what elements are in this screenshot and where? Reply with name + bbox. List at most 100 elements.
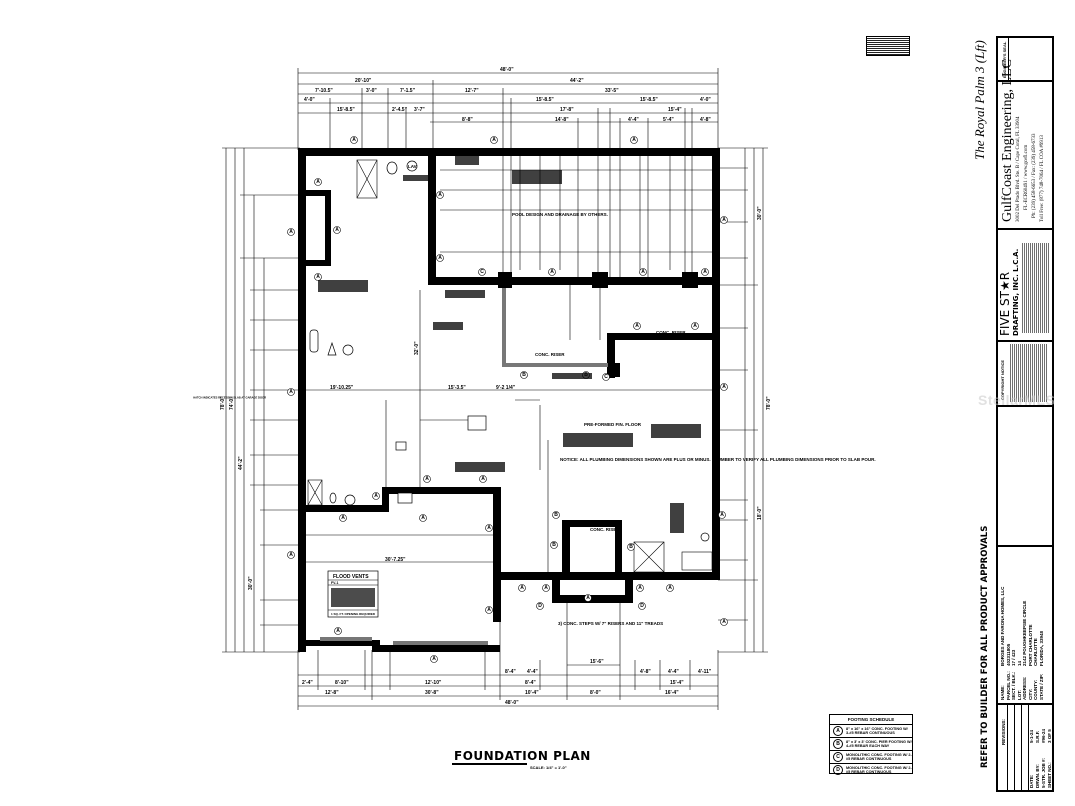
svg-text:FV-1: FV-1 bbox=[331, 581, 338, 585]
product-approvals-note: REFER TO BUILDER FOR ALL PRODUCT APPROVA… bbox=[980, 525, 990, 768]
toilet-icon bbox=[386, 161, 398, 175]
engineer-name: GulfCoast Engineering, LLC bbox=[1000, 59, 1015, 222]
svg-text:CONC. RISER: CONC. RISER bbox=[590, 527, 620, 532]
footing-schedule-row: B 8" x 3' x 3' CONC. PIER FOOTING W/ 4-#… bbox=[830, 738, 912, 751]
svg-text:A: A bbox=[641, 269, 645, 275]
bottom-dimension-lines bbox=[297, 600, 719, 710]
drafting-fine-print bbox=[1022, 243, 1050, 333]
water-heater-icon bbox=[309, 329, 319, 353]
svg-text:15'-8.5": 15'-8.5" bbox=[640, 97, 658, 103]
svg-text:2'-4.5": 2'-4.5" bbox=[392, 107, 408, 113]
svg-text:4'-8": 4'-8" bbox=[640, 669, 651, 675]
svg-text:A: A bbox=[438, 192, 442, 198]
revisions-label: REVISIONS: bbox=[1001, 718, 1006, 745]
svg-text:A: A bbox=[487, 525, 491, 531]
svg-text:15'-8.5": 15'-8.5" bbox=[536, 97, 554, 103]
engineer-tollfree: Toll Free: (877) 748-7064 / FL COA #9913 bbox=[1040, 135, 1045, 222]
foundation-walls bbox=[298, 148, 720, 652]
svg-text:A: A bbox=[316, 179, 320, 185]
svg-text:7'-1.5": 7'-1.5" bbox=[400, 88, 416, 94]
svg-text:4'-0": 4'-0" bbox=[304, 97, 315, 103]
svg-text:A: A bbox=[316, 274, 320, 280]
svg-text:A: A bbox=[544, 585, 548, 591]
svg-text:15'-8.5": 15'-8.5" bbox=[337, 107, 355, 113]
svg-text:10'-4": 10'-4" bbox=[525, 690, 539, 696]
svg-text:PRE-FORMED FIN. FLOOR: PRE-FORMED FIN. FLOOR bbox=[584, 422, 642, 427]
svg-text:30'-8": 30'-8" bbox=[425, 690, 439, 696]
plan-title-underline bbox=[452, 763, 527, 765]
svg-text:A: A bbox=[720, 512, 724, 518]
svg-text:12'-8": 12'-8" bbox=[325, 690, 339, 696]
svg-text:A: A bbox=[289, 552, 293, 558]
svg-text:B: B bbox=[554, 512, 558, 518]
footing-schedule-row: D MONOLITHIC CONC. FOOTING W/ 2-#5 REBAR… bbox=[830, 764, 912, 776]
left-dimension-lines bbox=[222, 147, 300, 653]
drain-icon bbox=[700, 532, 710, 542]
copyright-fine-print bbox=[1010, 344, 1048, 402]
svg-text:A: A bbox=[703, 269, 707, 275]
svg-text:17'-8": 17'-8" bbox=[560, 107, 574, 113]
top-dimension-text: 48'-0" 20'-10" 44'-2" 7'-10.5" 3'-0" 7'-… bbox=[304, 67, 711, 123]
toilet-icon bbox=[327, 341, 337, 356]
svg-text:7'-10.5": 7'-10.5" bbox=[315, 88, 333, 94]
svg-text:A: A bbox=[722, 384, 726, 390]
footing-key: A bbox=[833, 726, 843, 736]
utility-icon bbox=[397, 492, 413, 504]
svg-text:8'-10": 8'-10" bbox=[335, 680, 349, 686]
interior-lines bbox=[306, 159, 720, 580]
svg-text:4'-4": 4'-4" bbox=[527, 669, 538, 675]
svg-text:FLOOD VENTS: FLOOD VENTS bbox=[333, 574, 369, 580]
svg-text:8'-4": 8'-4" bbox=[525, 680, 536, 686]
footing-desc: MONOLITHIC CONC. FOOTING W/ 2-#5 REBAR C… bbox=[846, 766, 912, 774]
footing-key: B bbox=[833, 739, 843, 749]
svg-text:A: A bbox=[374, 493, 378, 499]
svg-text:30'-0": 30'-0" bbox=[757, 206, 763, 220]
svg-text:33'-5": 33'-5" bbox=[605, 88, 619, 94]
svg-text:A: A bbox=[492, 137, 496, 143]
svg-text:20'-10": 20'-10" bbox=[355, 78, 372, 84]
svg-text:30'-0": 30'-0" bbox=[248, 576, 254, 590]
svg-text:A: A bbox=[425, 476, 429, 482]
footing-tags bbox=[287, 136, 728, 663]
lavatory-icon bbox=[406, 160, 418, 172]
svg-text:19'-10.25": 19'-10.25" bbox=[330, 385, 354, 391]
title-block bbox=[996, 36, 1054, 792]
svg-text:18'-0": 18'-0" bbox=[757, 506, 763, 520]
svg-text:CONC. RISER: CONC. RISER bbox=[535, 352, 565, 357]
svg-text:74'-0": 74'-0" bbox=[229, 396, 235, 410]
dense-note-blocks bbox=[318, 155, 701, 533]
sink-icon bbox=[395, 441, 407, 451]
svg-text:A: A bbox=[481, 476, 485, 482]
svg-text:15'-6": 15'-6" bbox=[590, 659, 604, 665]
svg-text:12'-10": 12'-10" bbox=[425, 680, 442, 686]
svg-text:A: A bbox=[635, 323, 639, 329]
svg-text:4'-11": 4'-11" bbox=[698, 669, 712, 675]
svg-text:A: A bbox=[520, 585, 524, 591]
footing-schedule-row: C MONOLITHIC CONC. FOOTING W/ 2-#5 REBAR… bbox=[830, 751, 912, 764]
sheet-info: DATE:5-1-24 DRWN. BY:S.R.F. 5-STR. JOB #… bbox=[1029, 728, 1052, 788]
svg-text:4'-8": 4'-8" bbox=[700, 117, 711, 123]
svg-text:CONC. RISER: CONC. RISER bbox=[656, 330, 686, 335]
drafting-company-name: FIVE ST★R bbox=[998, 271, 1012, 336]
fixtures bbox=[309, 160, 710, 542]
svg-text:A: A bbox=[722, 217, 726, 223]
svg-text:A: A bbox=[586, 595, 590, 601]
svg-text:C: C bbox=[604, 374, 608, 380]
svg-text:A: A bbox=[638, 585, 642, 591]
toilet-icon bbox=[329, 492, 337, 504]
flood-vents-box: FLOOD VENTS FV-1 1 SQ. FT. OPENING REQUI… bbox=[327, 570, 379, 618]
svg-text:8'-8": 8'-8" bbox=[462, 117, 473, 123]
plan-notes: POOL DESIGN AND DRAINAGE BY OTHERS. CONC… bbox=[193, 164, 686, 532]
svg-text:B: B bbox=[552, 542, 556, 548]
svg-text:78'-0": 78'-0" bbox=[766, 396, 772, 410]
svg-text:2'-4": 2'-4" bbox=[302, 680, 313, 686]
watermark: StellarMLS bbox=[978, 392, 1056, 408]
svg-text:44'-2": 44'-2" bbox=[570, 78, 584, 84]
svg-text:44'-2": 44'-2" bbox=[238, 456, 244, 470]
pool-grid-lines bbox=[440, 150, 712, 270]
svg-text:48'-0": 48'-0" bbox=[505, 700, 519, 706]
svg-text:D: D bbox=[640, 603, 644, 609]
svg-text:A: A bbox=[432, 656, 436, 662]
svg-text:8'-4": 8'-4" bbox=[505, 669, 516, 675]
